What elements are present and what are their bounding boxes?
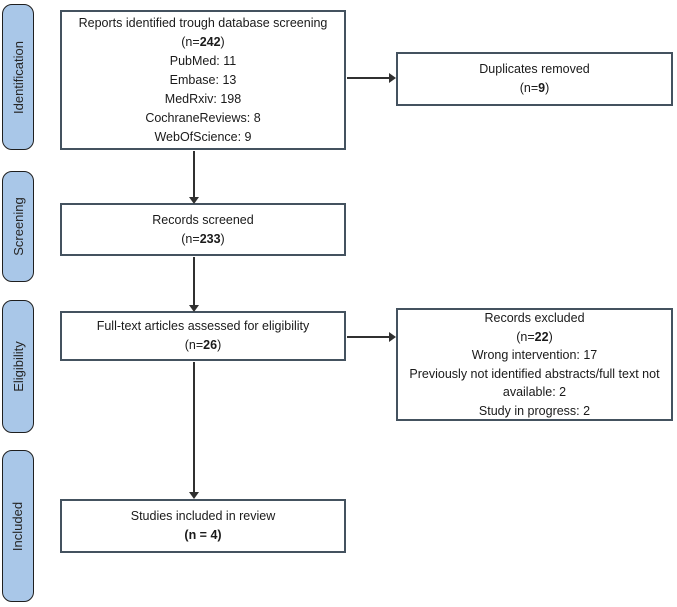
source-count-webofscience: WebOfScience: 9 [154,129,252,144]
box-duplicates-removed: Duplicates removed (n=9) [396,52,673,106]
stage-included: Included [2,450,34,602]
stage-identification: Identification [2,4,34,150]
box-records-screened-count: (n=233) [181,231,225,246]
box-fulltext-assessed-count: (n=26) [184,338,222,352]
box-fulltext-assessed: Full-text articles assessed for eligibil… [60,311,346,361]
stage-eligibility-label: Eligibility [10,341,26,392]
box-duplicates-removed-count: (n=9) [519,81,550,95]
box-records-screened: Records screened (n=233) [60,203,346,256]
stage-screening-label: Screening [10,197,26,256]
box-records-excluded-count: (n=22) [516,329,553,344]
arrow-fulltext-to-included [189,362,199,499]
box-studies-included-title: Studies included in review [130,509,276,523]
arrow-screened-to-fulltext [189,257,199,312]
box-studies-included: Studies included in review (n = 4) [60,499,346,553]
box-records-screened-title: Records screened [152,212,254,227]
arrow-fulltext-to-excluded [347,332,396,342]
source-count-embase: Embase: 13 [169,72,237,87]
stage-included-label: Included [10,501,26,551]
stage-eligibility: Eligibility [2,300,34,433]
arrow-identified-to-screened [189,151,199,204]
box-studies-included-count: (n = 4) [184,528,222,542]
box-reports-identified-title: Reports identified trough database scree… [78,15,328,30]
box-fulltext-assessed-title: Full-text articles assessed for eligibil… [96,319,310,333]
excluded-reason-not-identified: Previously not identified abstracts/full… [409,366,660,400]
box-records-excluded: Records excluded (n=22) Wrong interventi… [396,308,673,421]
source-count-medrxiv: MedRxiv: 198 [164,91,242,106]
box-records-excluded-title: Records excluded [484,311,585,325]
stage-screening: Screening [2,171,34,282]
box-reports-identified-count: (n=242) [181,34,225,49]
source-count-cochrane: CochraneReviews: 8 [145,110,261,125]
excluded-reason-wrong-intervention: Wrong intervention: 17 [471,348,598,362]
excluded-reason-in-progress: Study in progress: 2 [478,403,591,418]
box-duplicates-removed-title: Duplicates removed [479,62,590,76]
arrow-identified-to-duplicates [347,73,396,83]
box-reports-identified: Reports identified trough database scree… [60,10,346,150]
source-count-pubmed: PubMed: 11 [169,53,237,68]
stage-identification-label: Identification [10,40,26,114]
